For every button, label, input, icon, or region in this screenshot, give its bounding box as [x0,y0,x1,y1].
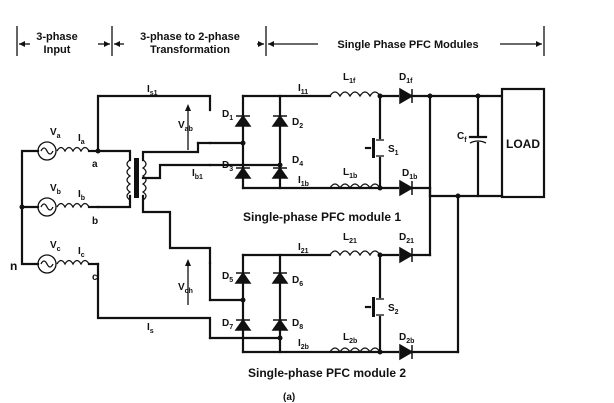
label-d1: D1 [222,109,233,122]
diode-d8-icon [271,318,289,331]
pfc-module-1: D1 D2 D3 D4 I11 I1b L1f L1b D1f D1b S1 S… [196,72,504,224]
voltage-vch: Vch [178,282,193,295]
label-cf: Cf [457,131,467,144]
diode-d2-icon [271,114,289,127]
diode-d21-icon [399,246,414,264]
label-d2: D2 [292,117,303,130]
inductor-l1b-icon [329,183,381,190]
label-s2: S2 [388,303,399,316]
transformer-primary-coil [126,159,132,201]
header-modules: Single Phase PFC Modules [337,39,478,51]
diode-d6-icon [271,271,289,284]
header-transform-line1: 3-phase to 2-phase [140,31,240,43]
label-l1f: L1f [343,72,356,85]
diode-d5-icon [234,271,252,284]
transformer-secondary-coil [141,159,147,201]
diode-d1b-icon [399,179,414,197]
label-d5: D5 [222,271,233,284]
ac-source-icon-a [37,141,57,161]
ac-source-icon-b [37,197,57,217]
label-d21: D21 [399,232,414,245]
source-a-current: Ia [78,133,85,146]
voltage-vab: Vab [178,120,193,133]
label-d6: D6 [292,275,303,288]
load-block [500,87,546,199]
label-l2b: L2b [343,332,357,345]
header-transform-line2: Transformation [150,44,230,56]
inductor-l21-icon [329,250,381,257]
label-i21: I21 [298,242,309,255]
label-l21: L21 [343,232,357,245]
source-b-voltage: Vb [50,183,61,196]
figure-caption: (a) [283,392,295,403]
source-a-voltage: Va [50,127,61,140]
label-d8: D8 [292,318,303,331]
label-i11: I11 [298,83,308,96]
diode-d3-icon [234,166,252,179]
current-ib1: Ib1 [192,168,203,181]
load-label: LOAD [506,137,540,151]
pfc-module-2: D5 D6 D7 D8 I21 I2b L21 L2b D21 D2b S2 S… [208,232,460,380]
source-b-current: Ib [78,189,85,202]
label-d1b: D1b [402,168,417,181]
source-c-voltage: Vc [50,240,61,253]
output-stage: Cf LOAD [427,87,546,354]
inductor-l2b-icon [329,347,381,354]
inductor-l1f-icon [329,91,381,98]
node-a-label: a [92,159,98,170]
current-is: Is [147,322,154,335]
three-phase-sources: n Va Ia a Vb Ib b Vc Ic c [10,127,100,283]
transformation-wiring: Is1 Vab Ib1 Vch Is [95,84,212,340]
label-i1b: I1b [298,175,309,188]
diode-d4-icon [271,166,289,179]
transformer-core [134,158,139,198]
header-input-line2: Input [44,44,71,56]
module-1-caption: Single-phase PFC module 1 [243,210,401,224]
label-d2b: D2b [399,332,414,345]
section-header: 3-phase Input 3-phase to 2-phase Transfo… [16,26,545,56]
header-input-line1: 3-phase [36,31,78,43]
module-2-caption: Single-phase PFC module 2 [248,366,406,380]
source-c-current: Ic [78,246,85,259]
current-is1: Is1 [147,84,158,97]
diode-d1-icon [234,114,252,127]
label-d4: D4 [292,155,303,168]
label-d7: D7 [222,318,233,331]
label-l1b: L1b [343,167,357,180]
node-b-label: b [92,216,98,227]
label-d1f: D1f [399,72,413,85]
neutral-label: n [10,259,17,273]
diode-d1f-icon [399,87,414,105]
label-d3: D3 [222,160,233,173]
diode-d7-icon [234,318,252,331]
ac-source-icon-c [37,254,57,274]
label-i2b: I2b [298,338,309,351]
diode-d2b-icon [399,343,414,361]
label-s1: S1 [388,144,399,157]
node-c-label: c [92,272,98,283]
